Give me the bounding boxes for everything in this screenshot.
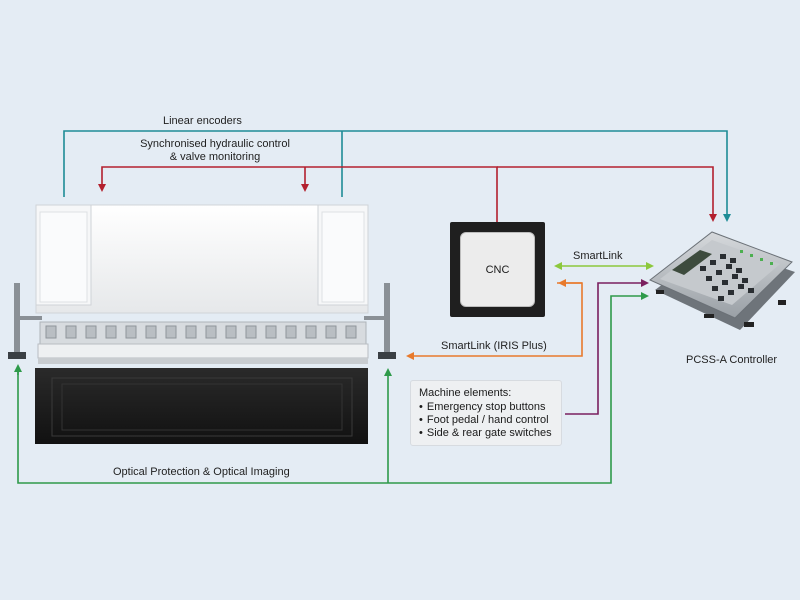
linear-encoders-connector (63, 130, 731, 222)
label-smartlink: SmartLink (573, 250, 623, 262)
machine-elements-connector (565, 279, 649, 415)
machine-element-item: Emergency stop buttons (419, 401, 552, 414)
machine-elements-box: Machine elements: Emergency stop buttons… (410, 380, 562, 446)
optical-sensor-right (364, 283, 396, 359)
optical-sensor-left (8, 283, 42, 359)
label-smartlink-iris: SmartLink (IRIS Plus) (441, 340, 547, 352)
label-optical-protection: Optical Protection & Optical Imaging (113, 466, 290, 478)
pcss-controller-device (649, 231, 795, 330)
label-linear-encoders: Linear encoders (163, 115, 242, 127)
cnc-label: CNC (460, 232, 535, 307)
label-hydraulic-line2: & valve monitoring (169, 151, 261, 163)
cnc-unit: CNC (450, 222, 545, 317)
machine-elements-title: Machine elements: (419, 387, 512, 399)
optical-protection-connector (14, 292, 649, 484)
label-hydraulic-control: Synchronised hydraulic control & valve m… (100, 138, 330, 164)
machine-elements-list: Emergency stop buttons Foot pedal / hand… (419, 401, 552, 440)
tool-clamps (45, 325, 357, 339)
machine-element-item: Foot pedal / hand control (419, 414, 552, 427)
hydraulic-control-connector (98, 166, 717, 232)
label-pcss-controller: PCSS-A Controller (686, 354, 778, 366)
press-brake-machine (8, 204, 396, 444)
label-hydraulic-line1: Synchronised hydraulic control (140, 138, 290, 150)
machine-element-item: Side & rear gate switches (419, 427, 552, 440)
